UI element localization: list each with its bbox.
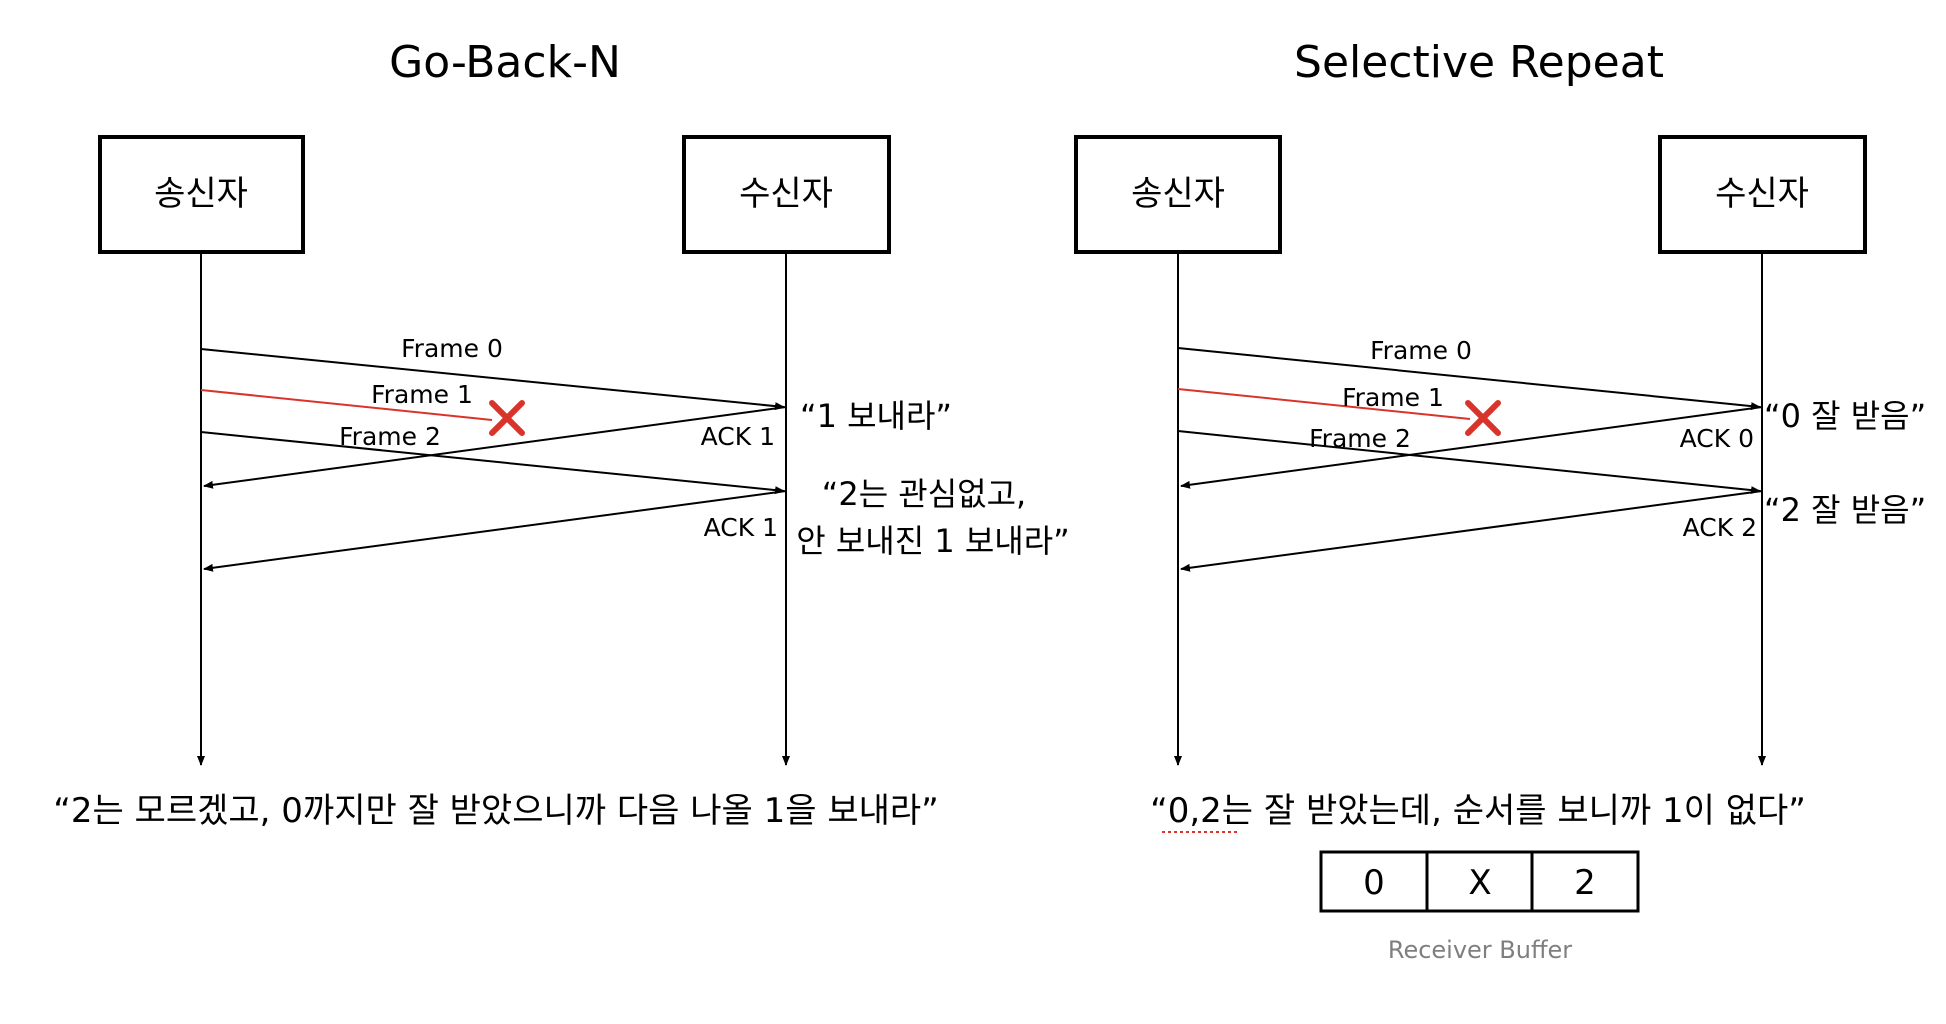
gbn-receiver-box (682, 135, 891, 254)
sr-bottom-caption: “0,2는 잘 받았는데, 순서를 보니까 1이 없다” (1150, 791, 1806, 831)
sr-frame1-arrow (1177, 388, 1471, 420)
sr-note-got-0: “0 잘 받음” (1764, 397, 1926, 435)
gbn-title: Go-Back-N (389, 37, 621, 88)
selective-repeat-diagram: Selective Repeat 송신자 수신자 Frame 0 Frame 1… (1074, 37, 1926, 964)
sr-title: Selective Repeat (1294, 37, 1664, 88)
gbn-ack1-label: ACK 1 (701, 422, 775, 451)
buffer-cell-1: X (1468, 863, 1491, 903)
gbn-note-ignore-2-line1: “2는 관심없고, (822, 475, 1026, 513)
sr-ack2-arrow (1180, 490, 1763, 572)
gbn-frame1-label: Frame 1 (371, 380, 473, 409)
sr-receiver-box (1658, 135, 1867, 254)
go-back-n-diagram: Go-Back-N 송신자 수신자 Frame 0 Frame 1 Frame … (53, 37, 1070, 831)
gbn-frame2-label: Frame 2 (339, 422, 441, 451)
gbn-note-send-1: “1 보내라” (800, 397, 952, 435)
gbn-note-ignore-2-line2: 안 보내진 1 보내라” (796, 522, 1070, 560)
receiver-buffer (1319, 850, 1640, 913)
x-mark-icon (489, 400, 525, 436)
gbn-frame0-arrow (200, 348, 785, 411)
gbn-frame2-arrow (200, 431, 785, 495)
sr-frame2-arrow (1177, 430, 1761, 495)
sr-receiver-label: 수신자 (1715, 174, 1809, 214)
sr-ack0-label: ACK 0 (1680, 424, 1754, 453)
sr-sender-label: 송신자 (1131, 174, 1225, 214)
sr-ack2-label: ACK 2 (1683, 513, 1757, 542)
gbn-frame0-label: Frame 0 (401, 334, 503, 363)
sr-sender-box (1074, 135, 1282, 254)
receiver-buffer-caption: Receiver Buffer (1388, 936, 1572, 964)
gbn-bottom-caption: “2는 모르겠고, 0까지만 잘 받았으니까 다음 나올 1을 보내라” (53, 791, 939, 831)
buffer-cell-0: 0 (1363, 863, 1385, 903)
gbn-sender-box (98, 135, 305, 254)
gbn-frame1-arrow (200, 389, 493, 421)
gbn-receiver-label: 수신자 (739, 174, 833, 214)
sr-ack0-arrow (1180, 406, 1763, 489)
gbn-ack1-arrow (203, 406, 787, 489)
sr-frame1-label: Frame 1 (1342, 383, 1444, 412)
gbn-sender-label: 송신자 (154, 174, 248, 214)
gbn-ack1-repeat-label: ACK 1 (704, 513, 778, 542)
buffer-cell-2: 2 (1574, 863, 1596, 903)
gbn-ack1-repeat-arrow (203, 490, 787, 572)
x-mark-icon (1465, 400, 1501, 436)
sr-note-got-2: “2 잘 받음” (1764, 491, 1926, 529)
sr-frame0-arrow (1177, 347, 1761, 411)
sr-frame0-label: Frame 0 (1370, 336, 1472, 365)
sr-frame2-label: Frame 2 (1309, 424, 1411, 453)
